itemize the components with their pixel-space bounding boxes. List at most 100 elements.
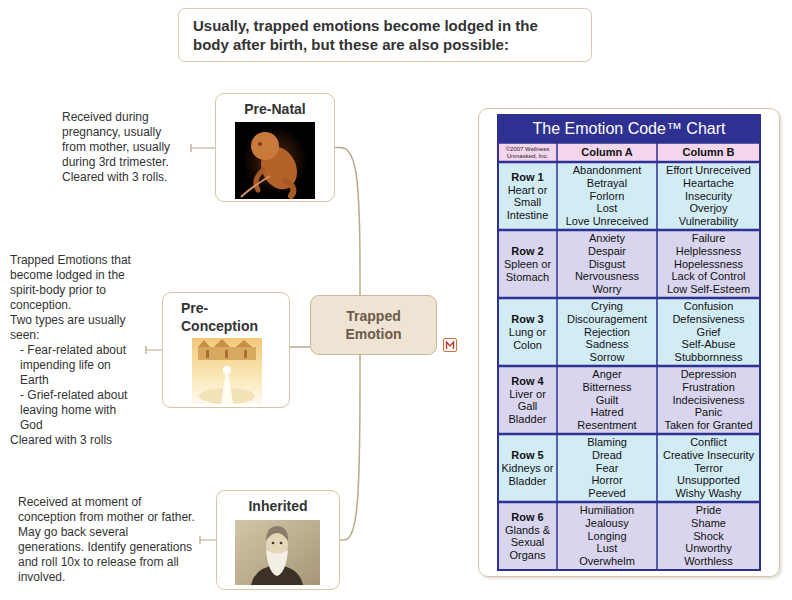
emotion-name: Depression bbox=[681, 368, 737, 381]
emotion-name: Rejection bbox=[584, 326, 630, 339]
node-text: Pre-Natal bbox=[226, 100, 324, 118]
table-cell: ©2007 Wellness Unmasked, Inc. bbox=[499, 143, 556, 162]
emotion-name: Confusion bbox=[684, 300, 734, 313]
column-header: Column B bbox=[683, 146, 735, 159]
emotion-name: Unworthy bbox=[685, 542, 731, 555]
emotion-name: Shame bbox=[691, 517, 726, 530]
emotion-name: Helplessness bbox=[676, 245, 741, 258]
emotion-name: Jealousy bbox=[585, 517, 628, 530]
branch-node: Pre-Natal bbox=[215, 93, 335, 202]
node-text: The Emotion Code™ Chart bbox=[499, 115, 759, 143]
emotion-name: Humiliation bbox=[580, 504, 634, 517]
emotion-name: Nervousness bbox=[575, 270, 639, 283]
note-text: Received during pregnancy, usually from … bbox=[62, 110, 187, 185]
emotion-name: Frustration bbox=[682, 381, 735, 394]
organ-name: Liver or Gall Bladder bbox=[499, 388, 556, 426]
row-number: Row 3 bbox=[511, 313, 543, 326]
table-cell: AbandonmentBetrayalForlornLostLove Unrec… bbox=[557, 162, 657, 230]
emotion-name: Worthless bbox=[684, 555, 733, 568]
emotion-name: Worry bbox=[592, 283, 621, 296]
note-block: Received at moment of conception from mo… bbox=[18, 495, 196, 585]
organ-name: Lung or Colon bbox=[499, 326, 556, 351]
table-cell: Row 5Kidneys or Bladder bbox=[498, 434, 557, 502]
branch-connector bbox=[290, 346, 310, 348]
emotion-name: Discouragement bbox=[567, 313, 647, 326]
note-text: - Fear-related about impending life on E… bbox=[10, 343, 142, 388]
emotion-name: Vulnerability bbox=[679, 215, 739, 228]
node-text: Pre-Conception bbox=[181, 299, 279, 335]
emotion-name: Despair bbox=[588, 245, 626, 258]
table-cell: FailureHelplessnessHopelessnessLack of C… bbox=[657, 230, 760, 298]
row-number: Row 5 bbox=[511, 449, 543, 462]
table-cell: DepressionFrustrationIndecisivenessPanic… bbox=[657, 366, 760, 434]
row-number: Row 4 bbox=[511, 375, 543, 388]
central-node: Trapped Emotion bbox=[310, 295, 437, 355]
emotion-name: Pride bbox=[696, 504, 722, 517]
emotion-name: Lack of Control bbox=[672, 270, 746, 283]
node-text: Usually, trapped emotions become lodged … bbox=[193, 16, 577, 54]
emotion-name: Blaming bbox=[587, 436, 627, 449]
emotion-name: Sorrow bbox=[590, 351, 625, 364]
table-cell: Row 6Glands & Sexual Organs bbox=[498, 502, 557, 570]
emotion-name: Love Unreceived bbox=[566, 215, 649, 228]
pre-conception-image bbox=[192, 338, 262, 404]
emotion-name: Lust bbox=[597, 542, 618, 555]
table-cell: ConfusionDefensivenessGriefSelf-AbuseStu… bbox=[657, 298, 760, 366]
table-cell: Row 2Spleen or Stomach bbox=[498, 230, 557, 298]
table-cell: Column A bbox=[557, 143, 657, 162]
emotion-chart-grid bbox=[498, 115, 760, 570]
emotion-name: Stubbornness bbox=[675, 351, 743, 364]
emotion-name: Low Self-Esteem bbox=[667, 283, 750, 296]
organ-name: Heart or Small Intestine bbox=[499, 184, 556, 222]
note-block: Received during pregnancy, usually from … bbox=[62, 110, 187, 185]
table-cell: ConflictCreative InsecurityTerrorUnsuppo… bbox=[657, 434, 760, 502]
emotion-name: Guilt bbox=[596, 394, 619, 407]
emotion-name: Hopelessness bbox=[674, 258, 743, 271]
emotion-name: Failure bbox=[692, 232, 726, 245]
emotion-name: Dread bbox=[592, 449, 622, 462]
organ-name: Glands & Sexual Organs bbox=[499, 524, 556, 562]
node-text: Trapped Emotion bbox=[321, 307, 426, 343]
table-cell: AngerBitternessGuiltHatredResentment bbox=[557, 366, 657, 434]
column-header: Column A bbox=[581, 146, 633, 159]
emotion-name: Insecurity bbox=[685, 190, 732, 203]
emotion-name: Betrayal bbox=[587, 177, 627, 190]
note-text: Trapped Emotions that become lodged in t… bbox=[10, 253, 142, 313]
emotion-name: Panic bbox=[695, 406, 723, 419]
emotion-name: Forlorn bbox=[590, 190, 625, 203]
emotion-name: Overwhelm bbox=[579, 555, 635, 568]
emotion-name: Creative Insecurity bbox=[663, 449, 754, 462]
emotion-name: Overjoy bbox=[690, 202, 728, 215]
emotion-name: Conflict bbox=[690, 436, 727, 449]
emotion-name: Shock bbox=[693, 530, 724, 543]
attachment-icon bbox=[444, 339, 457, 352]
emotion-name: Disgust bbox=[589, 258, 626, 271]
table-cell: HumiliationJealousyLongingLustOverwhelm bbox=[557, 502, 657, 570]
table-cell: Column B bbox=[657, 143, 760, 162]
emotion-name: Terror bbox=[694, 462, 723, 475]
emotion-name: Longing bbox=[587, 530, 626, 543]
table-cell: BlamingDreadFearHorrorPeeved bbox=[557, 434, 657, 502]
emotion-name: Indecisiveness bbox=[672, 394, 744, 407]
emotion-name: Resentment bbox=[577, 419, 636, 432]
leader-lines bbox=[146, 144, 216, 544]
table-cell: AnxietyDespairDisgustNervousnessWorry bbox=[557, 230, 657, 298]
table-cell: PrideShameShockUnworthyWorthless bbox=[657, 502, 760, 570]
callout-box: Usually, trapped emotions become lodged … bbox=[178, 8, 592, 62]
emotion-name: Anger bbox=[592, 368, 621, 381]
node-text: Inherited bbox=[227, 497, 329, 515]
table-cell: Row 4Liver or Gall Bladder bbox=[498, 366, 557, 434]
emotion-name: Self-Abuse bbox=[682, 338, 736, 351]
branch-node: Pre-Conception bbox=[162, 292, 290, 408]
table-cell: CryingDiscouragementRejectionSadnessSorr… bbox=[557, 298, 657, 366]
organ-name: Spleen or Stomach bbox=[499, 258, 556, 283]
note-text: Two types are usually seen: bbox=[10, 313, 142, 343]
note-text: Received at moment of conception from mo… bbox=[18, 495, 196, 585]
emotion-name: Taken for Granted bbox=[664, 419, 752, 432]
emotion-name: Unsupported bbox=[677, 474, 740, 487]
emotion-name: Bitterness bbox=[583, 381, 632, 394]
note-text: - Grief-related about leaving home with … bbox=[10, 388, 142, 433]
emotion-name: Fear bbox=[596, 462, 619, 475]
note-text: Cleared with 3 rolls bbox=[10, 433, 142, 448]
